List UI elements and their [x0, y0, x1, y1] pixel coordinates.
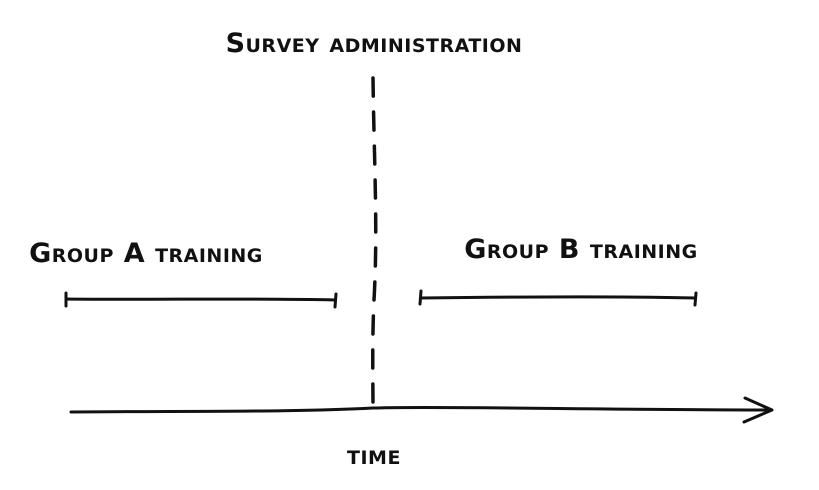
group-b-interval — [418, 289, 698, 307]
survey-dashed-line — [371, 76, 378, 412]
group-b-bar — [419, 295, 697, 300]
group-b-label: Group B training — [464, 234, 698, 265]
group-a-bar — [64, 297, 337, 302]
group-b-end-tick — [693, 291, 698, 307]
time-axis-line — [69, 405, 772, 414]
time-axis-arrowhead-icon — [742, 396, 774, 424]
time-label: time — [347, 440, 401, 471]
group-a-label: Group A training — [29, 238, 263, 269]
group-a-end-tick — [333, 292, 338, 309]
group-a-interval — [64, 291, 338, 309]
group-b-start-tick — [418, 289, 423, 306]
survey-administration-label: Survey administration — [226, 28, 523, 59]
time-axis — [69, 396, 774, 424]
